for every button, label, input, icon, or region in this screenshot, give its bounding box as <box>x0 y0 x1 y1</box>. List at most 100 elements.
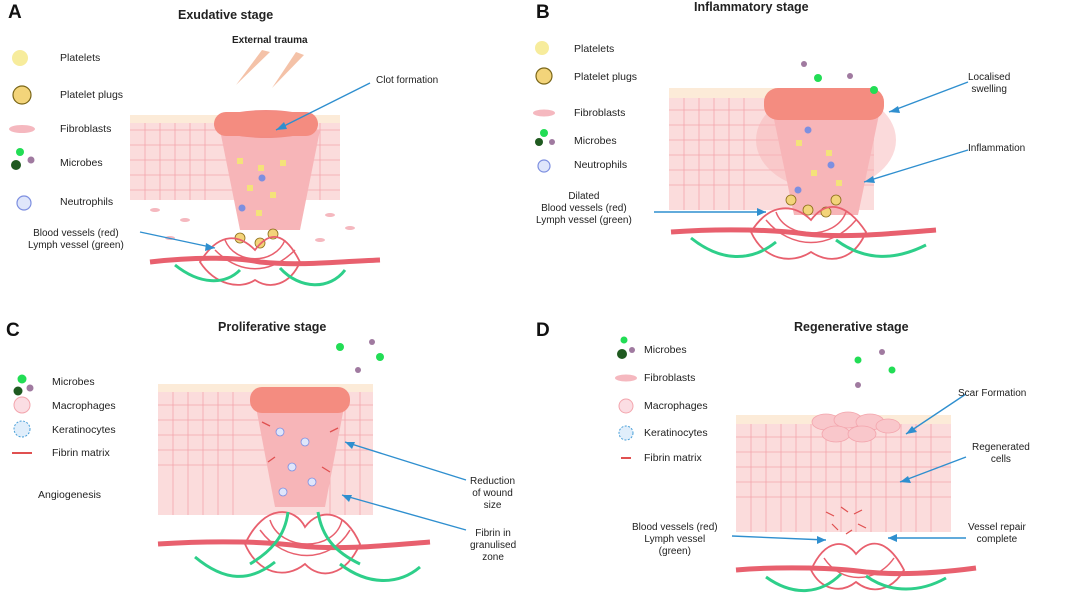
callout-line: Blood vessels (red) <box>632 522 718 533</box>
panel-letter: C <box>6 320 20 341</box>
wound-cavity <box>220 130 320 230</box>
legend-item: Keratinocytes <box>52 424 116 436</box>
panel-letter: A <box>8 2 22 23</box>
callout-vessels: Blood vessels (red) Lymph vessel (green) <box>632 522 718 558</box>
microbe-icon <box>13 386 23 396</box>
panel-inflammatory: B Inflammatory stage <box>533 0 1072 302</box>
microbe-icon <box>11 160 21 170</box>
legend-item: Platelets <box>60 52 101 64</box>
legend-item: Fibrin matrix <box>52 447 110 459</box>
callout-fibrin: Fibrin in granulised zone <box>470 528 516 564</box>
callout-line: Blood vessels (red) <box>541 203 627 214</box>
legend-item: Fibrin matrix <box>644 452 702 464</box>
callout-inflammation: Inflammation <box>968 143 1026 154</box>
neutrophil-icon <box>537 159 551 173</box>
callout-line: Reduction <box>470 476 516 487</box>
blood-vessel <box>735 565 977 577</box>
callout-repair: Vessel repair complete <box>968 522 1026 546</box>
callout-line: Lymph vessel <box>644 534 706 545</box>
inflammatory-illustration <box>533 41 969 260</box>
scar-tissue <box>811 411 901 443</box>
lymph-vessel <box>249 511 361 566</box>
callout-scar: Scar Formation <box>958 388 1027 399</box>
trauma-spike <box>272 52 304 88</box>
keratinocyte-icon <box>618 425 634 441</box>
legend-item: Microbes <box>52 376 95 388</box>
panel-letter: D <box>536 320 550 341</box>
callout-line: (green) <box>658 546 691 557</box>
lymph-vessel <box>690 236 927 258</box>
lymph-vessel <box>174 263 347 287</box>
blood-vessel <box>149 255 381 267</box>
callout-line: Blood vessels (red) <box>33 228 119 239</box>
legend-item: Fibroblasts <box>60 123 112 135</box>
legend-item: Fibroblasts <box>574 107 626 119</box>
macrophage-icon <box>13 396 31 414</box>
callout-line: swelling <box>971 84 1007 95</box>
callout-line: zone <box>482 552 504 563</box>
fibroblast-icon <box>9 125 35 133</box>
legend-item: Neutrophils <box>60 196 114 208</box>
callout-trauma: External trauma <box>232 35 308 46</box>
wound-cavity <box>255 402 345 507</box>
callout-line: size <box>483 500 502 511</box>
callout-reduction: Reduction of wound size <box>470 476 515 512</box>
macrophage-icon <box>618 398 634 414</box>
legend-item: Macrophages <box>52 400 116 412</box>
legend-item: Keratinocytes <box>644 427 708 439</box>
panel-letter: B <box>536 2 550 23</box>
regenerative-illustration <box>615 336 977 592</box>
legend-item: Microbes <box>60 157 103 169</box>
proliferative-illustration <box>12 339 467 582</box>
callout-regenerated: Regenerated cells <box>972 442 1030 466</box>
callout-line: granulised <box>470 540 517 551</box>
panel-proliferative: C Proliferative stage <box>0 302 536 604</box>
clot-icon <box>250 387 350 413</box>
legend-item: Microbes <box>644 344 687 356</box>
callout-line: Lymph vessel (green) <box>536 215 632 226</box>
microbe-icon <box>617 349 627 359</box>
legend-item: Neutrophils <box>574 159 628 171</box>
fibroblast-icon <box>615 374 637 382</box>
platelet-icon <box>12 50 28 66</box>
callout-line: cells <box>990 454 1011 465</box>
platelet-plug-icon <box>535 67 553 85</box>
keratinocyte-icon <box>13 420 31 438</box>
exudative-illustration <box>9 50 381 287</box>
callout-line: Vessel repair <box>968 522 1026 533</box>
stage-title: Inflammatory stage <box>694 0 809 14</box>
callout-line: Fibrin in <box>475 528 511 539</box>
callout-line: Dilated <box>568 191 600 202</box>
callout-line: Lymph vessel (green) <box>28 240 124 251</box>
legend-item: Angiogenesis <box>38 489 102 501</box>
stage-title: Proliferative stage <box>218 320 327 334</box>
panel-exudative: A Exudative stage <box>0 0 536 302</box>
legend-item: Fibroblasts <box>644 372 696 384</box>
stage-title: Exudative stage <box>178 8 274 22</box>
callout-vessels: Dilated Blood vessels (red) Lymph vessel… <box>536 191 632 227</box>
trauma-spike <box>236 50 270 85</box>
callout-line: complete <box>976 534 1018 545</box>
callout-line: Localised <box>968 72 1011 83</box>
callout-line: of wound <box>472 488 513 499</box>
platelet-plug-icon <box>12 85 32 105</box>
legend-item: Platelet plugs <box>574 71 638 83</box>
neutrophil-icon <box>16 195 32 211</box>
platelet-icon <box>535 41 549 55</box>
blood-vessel <box>670 227 937 239</box>
callout-clot: Clot formation <box>376 75 439 86</box>
fibroblast-icon <box>533 109 555 117</box>
callout-swelling: Localised swelling <box>968 72 1010 96</box>
clot-icon <box>764 88 884 120</box>
legend-item: Macrophages <box>644 400 708 412</box>
callout-line: Regenerated <box>972 442 1030 453</box>
stage-title: Regenerative stage <box>794 320 909 334</box>
legend-item: Platelets <box>574 43 615 55</box>
panel-regenerative: D Regenerative stage <box>536 302 1072 604</box>
lymph-vessel <box>765 572 947 592</box>
callout-vessels: Blood vessels (red) Lymph vessel (green) <box>28 228 124 252</box>
blood-vessel <box>157 539 431 551</box>
legend-item: Platelet plugs <box>60 89 124 101</box>
legend-item: Microbes <box>574 135 617 147</box>
microbe-icon <box>535 138 543 146</box>
